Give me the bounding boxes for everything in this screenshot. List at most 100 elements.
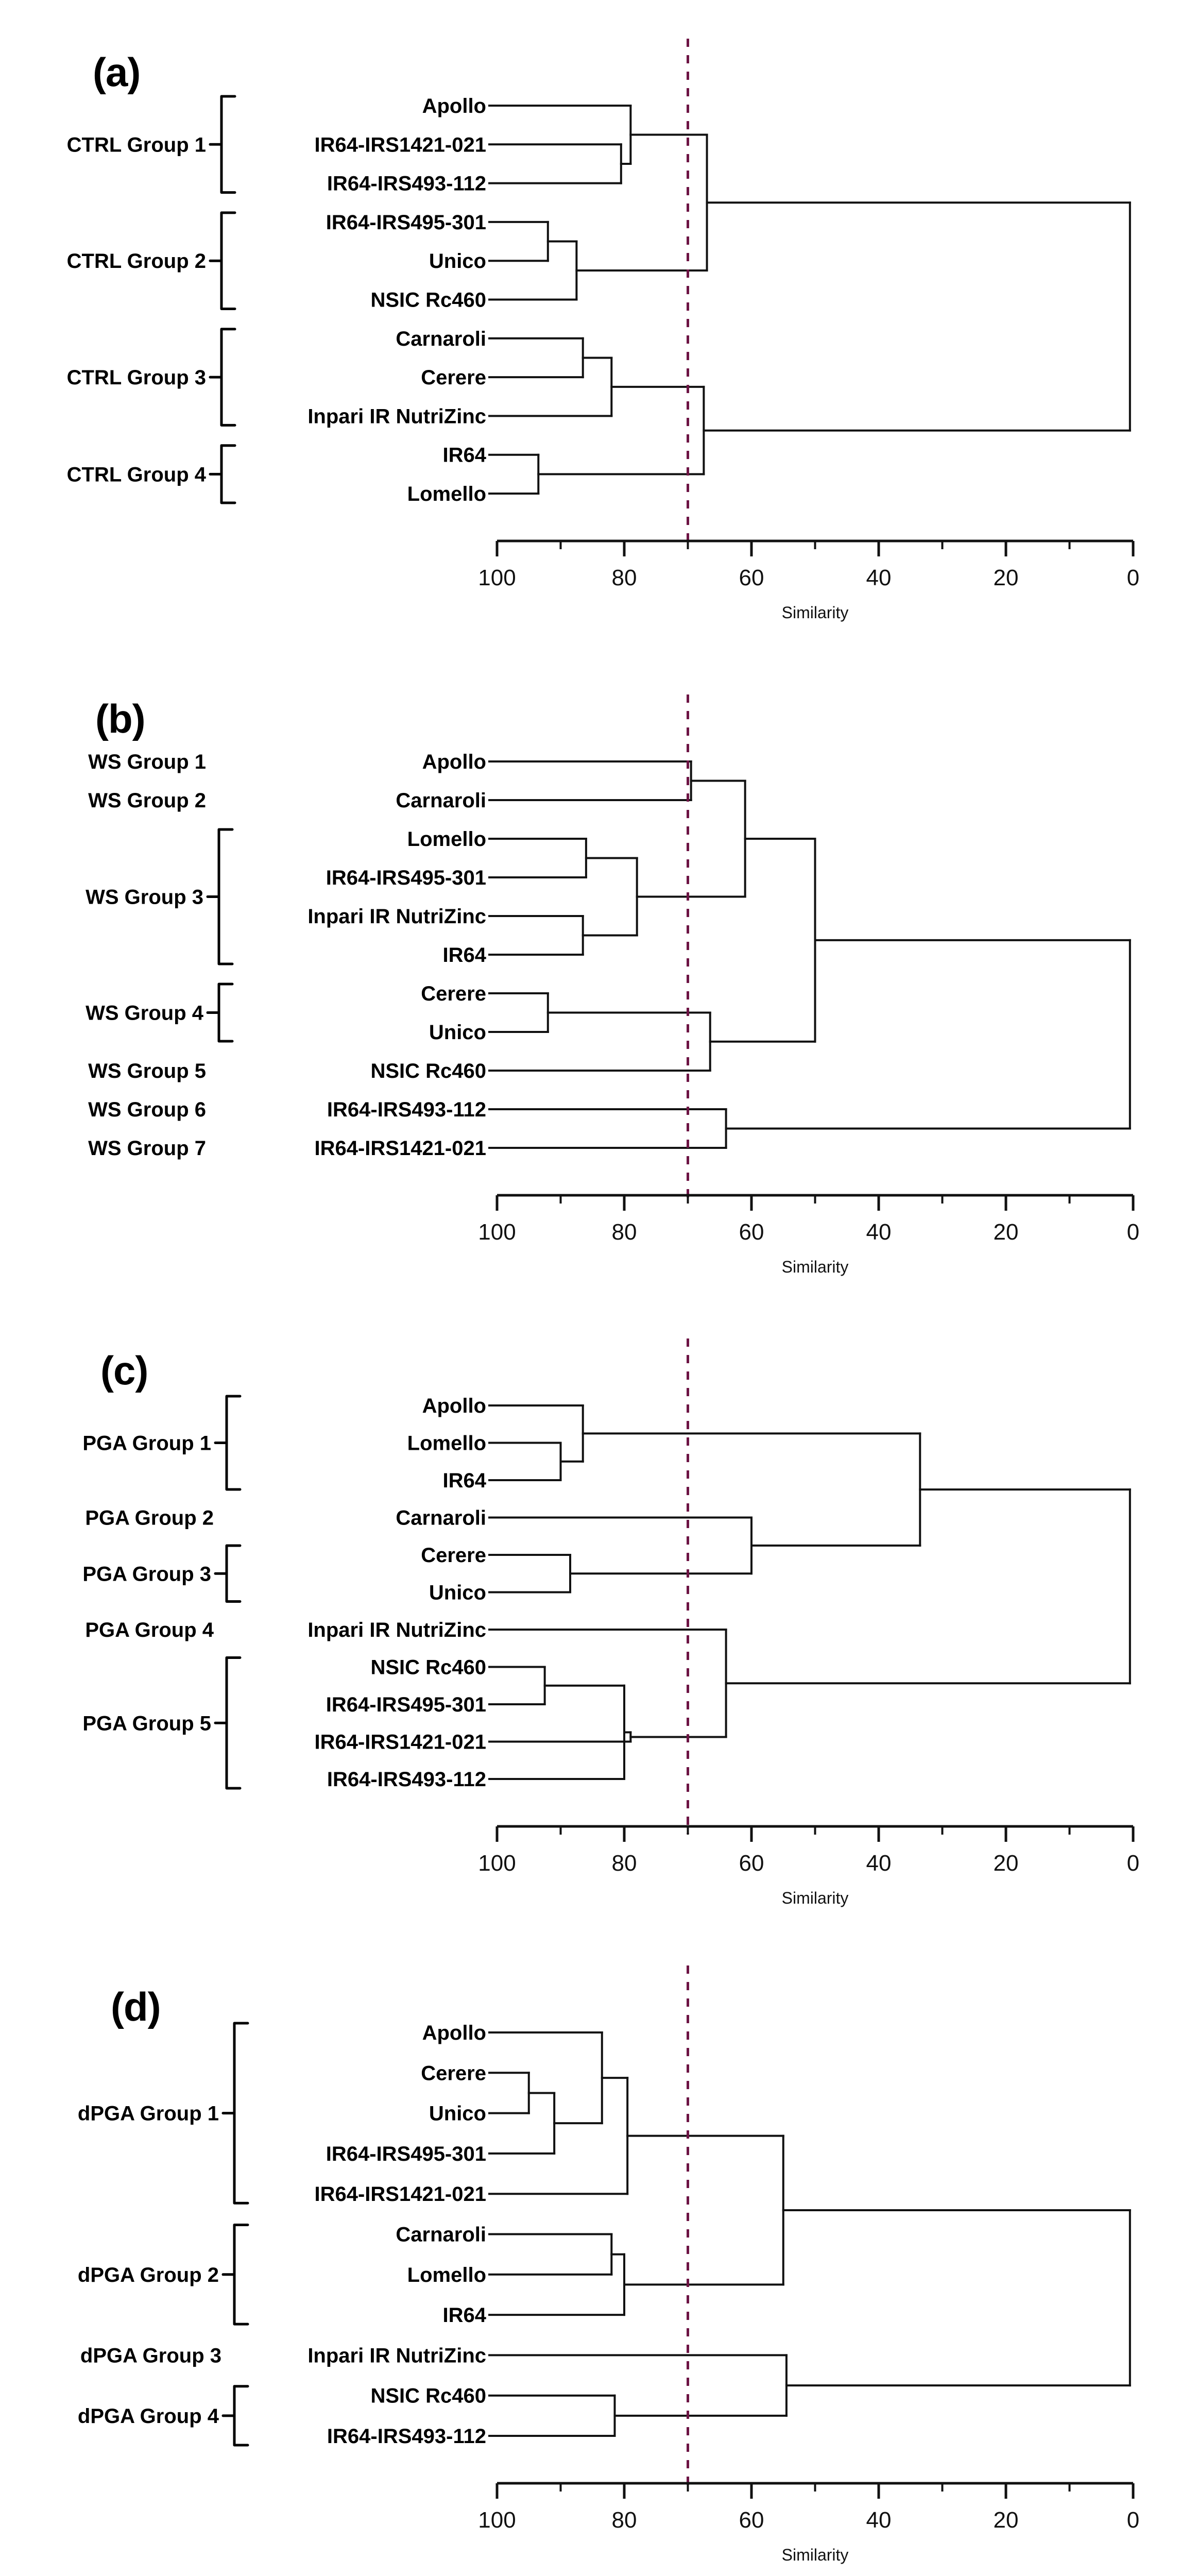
axis-tick-label: 100 — [478, 565, 516, 590]
dendrogram-b: ApolloCarnaroliLomelloIR64-IRS495-301Inp… — [85, 694, 1139, 1276]
group-bracket — [233, 2224, 249, 2326]
leaf-label: Lomello — [407, 828, 486, 851]
leaf-label: Carnaroli — [396, 1507, 486, 1530]
group-bracket — [233, 2022, 249, 2205]
leaf-label: Apollo — [422, 95, 486, 117]
leaf-label: Unico — [429, 1582, 486, 1604]
leaf-label: Cerere — [421, 2062, 486, 2084]
axis-tick-label: 100 — [478, 1219, 516, 1245]
group-brackets-b: WS Group 1WS Group 2WS Group 3WS Group 4… — [85, 751, 234, 1160]
leaf-label: IR64-IRS495-301 — [326, 2143, 486, 2165]
leaf-labels-a: ApolloIR64-IRS1421-021IR64-IRS493-112IR6… — [307, 95, 486, 505]
axis-tick-label: 20 — [994, 565, 1019, 590]
axis-tick-label: 0 — [1127, 565, 1139, 590]
leaf-label: Apollo — [422, 2022, 486, 2044]
leaf-label: IR64-IRS493-112 — [327, 173, 486, 195]
group-brackets-a: CTRL Group 1 CTRL Group 2 CTRL Group 3 CTRL… — [67, 95, 236, 504]
group-bracket — [220, 211, 236, 310]
group-bracket — [217, 828, 234, 965]
leaf-label: Unico — [429, 2103, 486, 2125]
leaf-label: IR64-IRS493-112 — [327, 2425, 486, 2448]
leaf-label: IR64-IRS495-301 — [326, 1693, 486, 1716]
leaf-label: Inpari IR NutriZinc — [307, 405, 486, 428]
leaf-label: Carnaroli — [396, 2224, 486, 2246]
group-bracket — [233, 2385, 249, 2447]
leaf-label: Cerere — [421, 982, 486, 1005]
group-label: CTRL Group 2 — [67, 250, 206, 273]
group-bracket — [225, 1395, 242, 1491]
axis-tick-label: 40 — [866, 1219, 892, 1245]
group-label: dPGA Group 4 — [78, 2405, 219, 2428]
leaf-label: Unico — [429, 250, 486, 273]
group-label: dPGA Group 3 — [80, 2344, 221, 2367]
axis-title: Similarity — [782, 603, 849, 622]
leaf-labels-b: ApolloCarnaroliLomelloIR64-IRS495-301Inp… — [307, 751, 486, 1160]
leaf-label: Inpari IR NutriZinc — [307, 905, 486, 928]
leaf-label: IR64-IRS1421-021 — [314, 1731, 486, 1754]
axis-tick-label: 100 — [478, 1851, 516, 1876]
group-bracket — [220, 328, 236, 427]
axis-tick-label: 60 — [739, 565, 764, 590]
leaf-label: NSIC Rc460 — [370, 2385, 486, 2408]
dendrogram-links-b — [488, 760, 1131, 1149]
leaf-label: Carnaroli — [396, 789, 486, 812]
group-label: CTRL Group 4 — [67, 463, 207, 486]
dendrogram-d: ApolloCerereUnicoIR64-IRS495-301IR64-IRS… — [78, 1965, 1139, 2564]
leaf-label: Cerere — [421, 366, 486, 389]
group-bracket — [225, 1544, 242, 1603]
axis-tick-label: 20 — [994, 1851, 1019, 1876]
dendrogram-a: ApolloIR64-IRS1421-021IR64-IRS493-112IR6… — [67, 39, 1139, 622]
axis-tick-label: 0 — [1127, 2507, 1139, 2533]
group-bracket — [220, 95, 236, 194]
leaf-label: IR64-IRS1421-021 — [314, 2183, 486, 2206]
panel-label-b: (b) — [95, 696, 146, 741]
axis-tick-label: 80 — [612, 565, 637, 590]
leaf-label: IR64 — [443, 944, 487, 967]
leaf-label: Lomello — [407, 1432, 486, 1455]
leaf-label: IR64-IRS493-112 — [327, 1768, 486, 1791]
group-label: PGA Group 3 — [82, 1563, 211, 1585]
axis-title: Similarity — [782, 2546, 849, 2564]
group-brackets-c: PGA Group 1 PGA Group 2 PGA Group 3 PGA Gro… — [82, 1395, 242, 1790]
group-label: dPGA Group 1 — [78, 2103, 219, 2125]
leaf-labels-c: ApolloLomelloIR64CarnaroliCerereUnicoInp… — [307, 1395, 486, 1791]
axis-tick-label: 60 — [739, 2507, 764, 2533]
axis-tick-label: 80 — [612, 2507, 637, 2533]
group-bracket — [220, 444, 236, 504]
leaf-label: Inpari IR NutriZinc — [307, 1619, 486, 1641]
axis-tick-label: 0 — [1127, 1219, 1139, 1245]
group-label: CTRL Group 1 — [67, 133, 206, 156]
group-label: PGA Group 2 — [85, 1507, 214, 1530]
panel-label-d: (d) — [111, 1984, 161, 2029]
group-label: CTRL Group 3 — [67, 366, 206, 389]
axis-tick-label: 40 — [866, 1851, 892, 1876]
axis-tick-label: 80 — [612, 1851, 637, 1876]
leaf-label: Lomello — [407, 483, 486, 505]
group-label: PGA Group 1 — [82, 1432, 211, 1455]
dendrogram-links-a — [488, 105, 1131, 495]
leaf-label: NSIC Rc460 — [370, 289, 486, 312]
axis-tick-label: 40 — [866, 2507, 892, 2533]
axis-tick-label: 60 — [739, 1219, 764, 1245]
axis-title: Similarity — [782, 1889, 849, 1907]
leaf-label: IR64 — [443, 1469, 487, 1492]
leaf-label: Carnaroli — [396, 328, 486, 350]
dendrogram-c: ApolloLomelloIR64CarnaroliCerereUnicoInp… — [82, 1338, 1139, 1907]
leaf-label: Inpari IR NutriZinc — [307, 2344, 486, 2367]
leaf-label: Lomello — [407, 2264, 486, 2286]
dendrogram-links-c — [488, 1404, 1131, 1780]
leaf-label: IR64-IRS1421-021 — [314, 133, 486, 156]
leaf-label: NSIC Rc460 — [370, 1060, 486, 1082]
leaf-label: Apollo — [422, 1395, 486, 1417]
group-label: PGA Group 4 — [85, 1619, 214, 1641]
dendrogram-links-d — [488, 2031, 1131, 2437]
leaf-label: IR64-IRS495-301 — [326, 211, 486, 234]
panel-label-a: (a) — [93, 49, 141, 95]
leaf-label: IR64-IRS1421-021 — [314, 1137, 486, 1160]
